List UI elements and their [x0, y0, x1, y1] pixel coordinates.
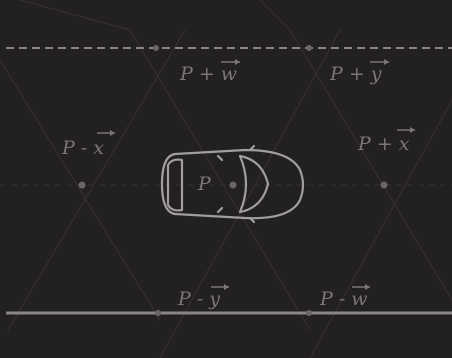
grid-line [260, 0, 290, 30]
grid-line [20, 0, 130, 30]
point-p-minus-y [155, 310, 161, 316]
svg-text:P: P [197, 173, 212, 195]
svg-text:P + x: P + x [357, 133, 410, 155]
svg-text:P - x: P - x [61, 137, 104, 159]
label-p-plus-x: P + x [357, 127, 415, 155]
label-p-minus-x: P - x [61, 130, 115, 159]
label-p-plus-y: P + y [329, 59, 389, 85]
point-p-plus-w [153, 45, 159, 51]
label-p-plus-w: P + w [179, 59, 240, 85]
point-p-plus-x [381, 182, 388, 189]
label-p-minus-y: P - y [177, 284, 229, 310]
svg-text:P - w: P - w [319, 288, 368, 310]
svg-text:P + w: P + w [179, 63, 237, 85]
label-p-center: P [197, 173, 212, 195]
grid-line [8, 30, 185, 330]
point-p-plus-y [306, 45, 312, 51]
label-p-minus-w: P - w [319, 284, 370, 310]
point-p-minus-w [306, 310, 312, 316]
point-p-minus-x [79, 182, 86, 189]
grid-line [0, 60, 160, 320]
svg-text:P - y: P - y [177, 288, 220, 310]
point-p-center [230, 182, 237, 189]
svg-text:P + y: P + y [329, 63, 382, 85]
lattice-points [79, 45, 388, 316]
